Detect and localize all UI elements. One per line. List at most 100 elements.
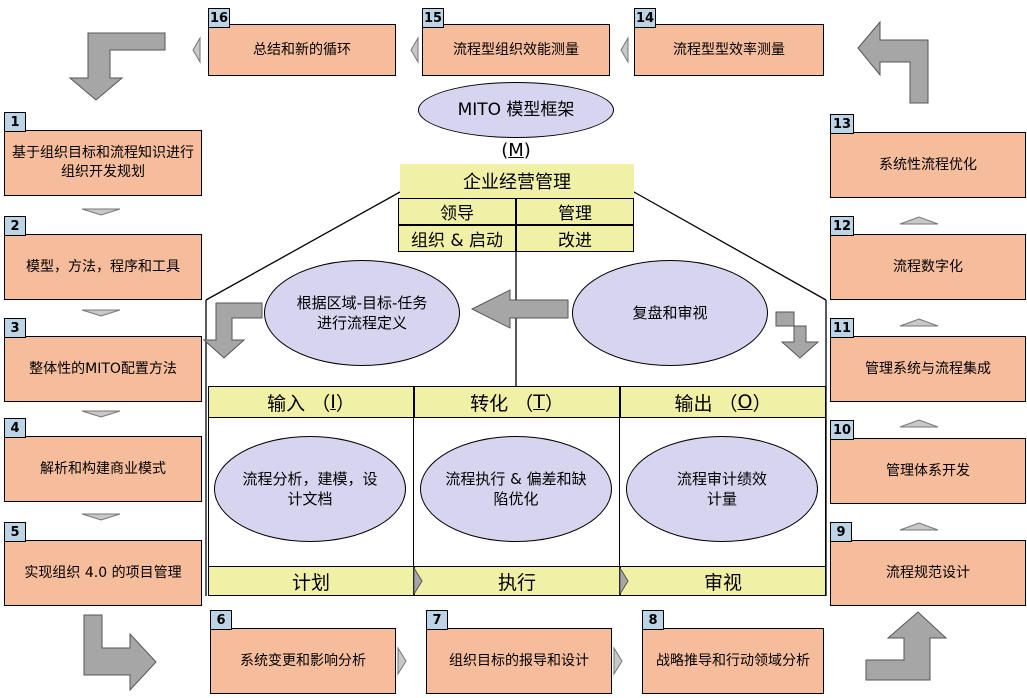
header-output-close: ） — [752, 392, 772, 415]
grid-improve: 改进 — [516, 225, 634, 252]
top-chevrons — [192, 36, 629, 64]
footer-execute: 执行 — [414, 566, 620, 596]
step-label-9: 流程规范设计 — [886, 564, 970, 581]
step-box-7: 组织目标的报导和设计 — [426, 628, 612, 694]
step-number-12: 12 — [830, 216, 854, 236]
step-label-5: 实现组织 4.0 的项目管理 — [24, 564, 182, 581]
step-box-2: 模型，方法，程序和工具 — [4, 234, 202, 300]
header-output-letter: O — [737, 391, 753, 413]
grid-lead: 领导 — [398, 198, 516, 225]
footer-execute-label: 执行 — [497, 571, 536, 594]
step-box-11: 管理系统与流程集成 — [830, 336, 1026, 402]
grid-improve-label: 改进 — [558, 231, 592, 251]
step-number-11: 11 — [830, 318, 854, 338]
m-paren-close: ) — [523, 140, 531, 161]
step-label-4: 解析和构建商业模式 — [40, 460, 166, 477]
ellipse-transform-label: 流程执行 & 偏差和缺陷优化 — [445, 469, 587, 508]
step-label-16: 总结和新的循环 — [253, 41, 351, 58]
header-transform-letter: T — [533, 391, 545, 413]
step-label-11: 管理系统与流程集成 — [865, 360, 991, 377]
step-box-3: 整体性的MITO配置方法 — [4, 336, 202, 402]
step-number-15: 15 — [422, 8, 444, 28]
step-number-7: 7 — [426, 610, 448, 630]
step-box-5: 实现组织 4.0 的项目管理 — [4, 540, 202, 606]
ellipse-review-label: 复盘和审视 — [632, 303, 708, 322]
step-number-1: 1 — [4, 112, 26, 132]
step-box-6: 系统变更和影响分析 — [210, 628, 396, 694]
ellipse-input-label: 流程分析，建模，设计文档 — [242, 469, 378, 508]
header-input-text: 输入 （ — [267, 392, 331, 415]
inner-arrow-left — [202, 302, 263, 359]
header-output: 输出 （O） — [620, 386, 826, 418]
corner-arrow-top-right — [857, 20, 929, 104]
header-transform-close: ） — [544, 392, 564, 415]
step-box-16: 总结和新的循环 — [208, 24, 396, 76]
header-input-close: ） — [335, 392, 355, 415]
step-number-16: 16 — [208, 8, 230, 28]
step-number-3: 3 — [4, 318, 26, 338]
step-label-1: 基于组织目标和流程知识进行组织开发规划 — [12, 145, 194, 180]
ellipse-define: 根据区域-目标-任务进行流程定义 — [264, 260, 460, 366]
inner-arrow-center — [470, 289, 569, 329]
step-label-14: 流程型型效率测量 — [673, 41, 785, 58]
step-box-8: 战略推导和行动领域分析 — [642, 628, 824, 694]
column-input — [208, 418, 414, 566]
step-label-2: 模型，方法，程序和工具 — [26, 258, 180, 275]
management-label: 企业经营管理 — [463, 172, 571, 193]
m-letter: M — [508, 140, 524, 161]
step-label-3: 整体性的MITO配置方法 — [29, 360, 177, 377]
step-label-8: 战略推导和行动领域分析 — [656, 652, 810, 669]
step-label-7: 组织目标的报导和设计 — [449, 652, 589, 669]
bottom-chevrons — [397, 646, 623, 676]
step-number-10: 10 — [830, 420, 854, 440]
step-number-4: 4 — [4, 418, 26, 438]
step-label-15: 流程型组织效能测量 — [453, 41, 579, 58]
step-label-6: 系统变更和影响分析 — [240, 652, 366, 669]
corner-arrow-bottom-left — [83, 614, 157, 692]
step-box-10: 管理体系开发 — [830, 438, 1026, 504]
header-transform: 转化 （T） — [414, 386, 620, 418]
ellipse-define-label: 根据区域-目标-任务进行流程定义 — [296, 293, 428, 332]
footer-review-label: 审视 — [703, 571, 742, 594]
ellipse-transform: 流程执行 & 偏差和缺陷优化 — [420, 436, 612, 542]
step-box-14: 流程型型效率测量 — [634, 24, 824, 76]
step-number-2: 2 — [4, 216, 26, 236]
inner-arrow-right — [775, 311, 820, 359]
header-transform-text: 转化 （ — [470, 392, 534, 415]
footer-review: 审视 — [620, 566, 826, 596]
step-label-13: 系统性流程优化 — [879, 156, 977, 173]
management-header: 企业经营管理 — [400, 164, 634, 198]
step-box-13: 系统性流程优化 — [830, 132, 1026, 198]
grid-lead-label: 领导 — [440, 204, 474, 224]
footer-plan: 计划 — [208, 566, 414, 596]
ellipse-output-label: 流程审计绩效计量 — [676, 469, 767, 508]
step-box-15: 流程型组织效能测量 — [422, 24, 610, 76]
ellipse-review: 复盘和审视 — [572, 260, 768, 366]
column-output — [620, 418, 826, 566]
ellipse-input: 流程分析，建模，设计文档 — [214, 436, 406, 542]
header-output-text: 输出 （ — [674, 392, 738, 415]
footer-plan-label: 计划 — [291, 571, 330, 594]
ellipse-output: 流程审计绩效计量 — [626, 436, 818, 542]
corner-arrow-bottom-right — [865, 611, 948, 681]
step-number-8: 8 — [642, 610, 664, 630]
corner-arrow-top-left — [68, 32, 166, 101]
step-label-10: 管理体系开发 — [886, 462, 970, 479]
grid-org: 组织 & 启动 — [398, 225, 516, 252]
mito-title-ellipse: MITO 模型框架 — [418, 82, 614, 138]
step-number-14: 14 — [634, 8, 656, 28]
column-transform — [414, 418, 620, 566]
step-number-9: 9 — [830, 522, 852, 542]
step-number-6: 6 — [210, 610, 232, 630]
mito-title: MITO 模型框架 — [457, 99, 575, 120]
step-label-12: 流程数字化 — [893, 258, 963, 275]
step-box-9: 流程规范设计 — [830, 540, 1026, 606]
left-chevrons — [81, 208, 121, 521]
grid-manage: 管理 — [516, 198, 634, 225]
grid-manage-label: 管理 — [558, 204, 592, 224]
step-box-12: 流程数字化 — [830, 234, 1026, 300]
header-input: 输入 （I） — [208, 386, 414, 418]
step-number-13: 13 — [830, 114, 854, 134]
